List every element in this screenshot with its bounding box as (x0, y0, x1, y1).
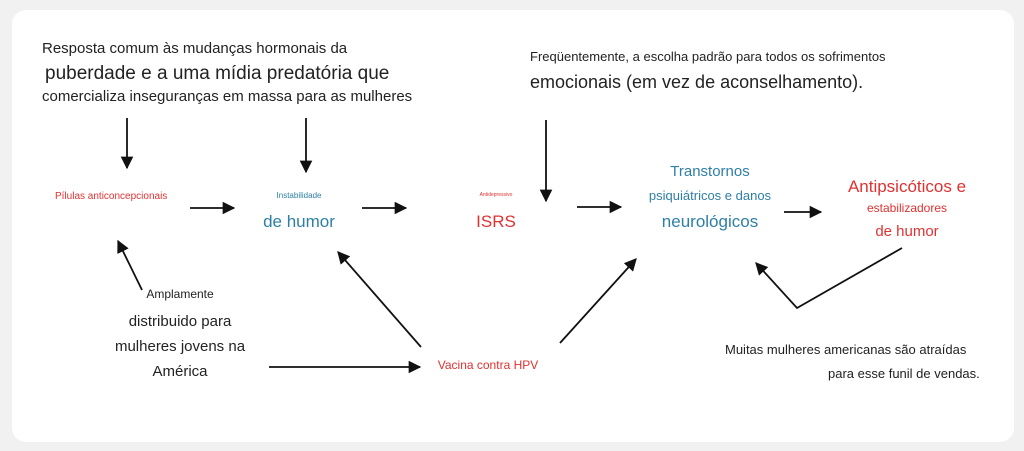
bottom-right-note-line1: Muitas mulheres americanas são atraídas (725, 342, 967, 357)
top-left-note-line3: comercializa inseguranças em massa para … (42, 88, 413, 105)
node-antipsychotics-line3: de humor (875, 223, 939, 240)
arrow-hpv-to-disorders (559, 258, 637, 344)
arrow-note-to-pills-up (117, 239, 143, 291)
bottom-left-note-line4: América (152, 363, 208, 380)
node-ssri-big: ISRS (476, 212, 516, 231)
node-disorders-line1: Transtornos (670, 163, 750, 180)
bottom-left-note-line1: Amplamente (146, 287, 214, 301)
node-disorders-line2: psiquiátricos e danos (648, 188, 772, 203)
node-birth-control-pills: Pílulas anticoncepcionais (55, 191, 168, 202)
arrow-funnel-back (755, 247, 903, 310)
arrow-layer (117, 118, 903, 374)
top-right-note-line1: Freqüentemente, a escolha padrão para to… (530, 49, 886, 64)
node-ssri-small: Antidepressivo (479, 192, 513, 198)
top-left-note-line1: Resposta comum às mudanças hormonais da (42, 40, 348, 57)
top-left-note-line2: puberdade e a uma mídia predatória que (45, 63, 390, 84)
node-antipsychotics-line2: estabilizadores (866, 201, 948, 215)
node-disorders-line3: neurológicos (661, 212, 759, 231)
arrow-hpv-to-mood (337, 251, 422, 348)
top-right-note-line2: emocionais (em vez de aconselhamento). (530, 72, 864, 92)
node-mood-instability-small: Instabilidade (276, 191, 322, 200)
node-hpv-vaccine: Vacina contra HPV (437, 358, 539, 372)
node-antipsychotics-line1: Antipsicóticos e (847, 177, 967, 196)
bottom-left-note-line3: mulheres jovens na (114, 338, 246, 355)
bottom-right-note-line2: para esse funil de vendas. (828, 366, 980, 381)
bottom-left-note-line2: distribuido para (128, 313, 232, 330)
diagram-canvas: Resposta comum às mudanças hormonais da … (12, 10, 1014, 442)
node-mood-instability-big: de humor (263, 212, 335, 231)
